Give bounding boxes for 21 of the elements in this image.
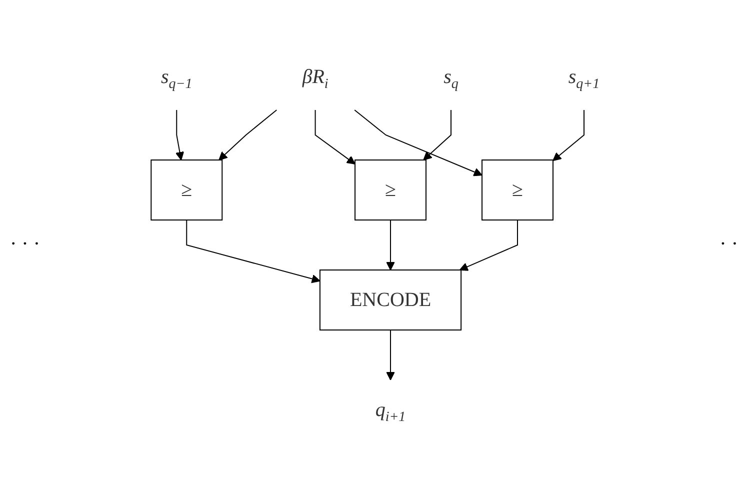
arrow: [314, 109, 355, 164]
arrow: [354, 109, 482, 176]
arrow: [422, 109, 451, 160]
arrow: [218, 109, 277, 160]
node-text: s$_{q+1}$: [568, 66, 600, 92]
arrow: [386, 219, 394, 270]
node-box: ≥: [150, 159, 222, 220]
arrow: [458, 219, 518, 270]
node-box: ≥: [354, 159, 426, 220]
node-text: s$_{q−1}$: [160, 66, 192, 92]
ellipsis-dots: · · ·: [9, 233, 41, 256]
arrow: [186, 219, 320, 283]
node-box: ENCODE: [318, 269, 462, 330]
node-text: q$_{i+1}$: [374, 398, 406, 424]
arrow: [552, 109, 584, 161]
node-text: βR$_{i}$: [302, 66, 328, 92]
ellipsis-dots: · ·: [718, 233, 739, 256]
node-box: ≥: [481, 159, 553, 220]
arrow: [174, 109, 184, 160]
node-text: s$_{q}$: [443, 66, 458, 92]
arrow: [386, 329, 394, 380]
